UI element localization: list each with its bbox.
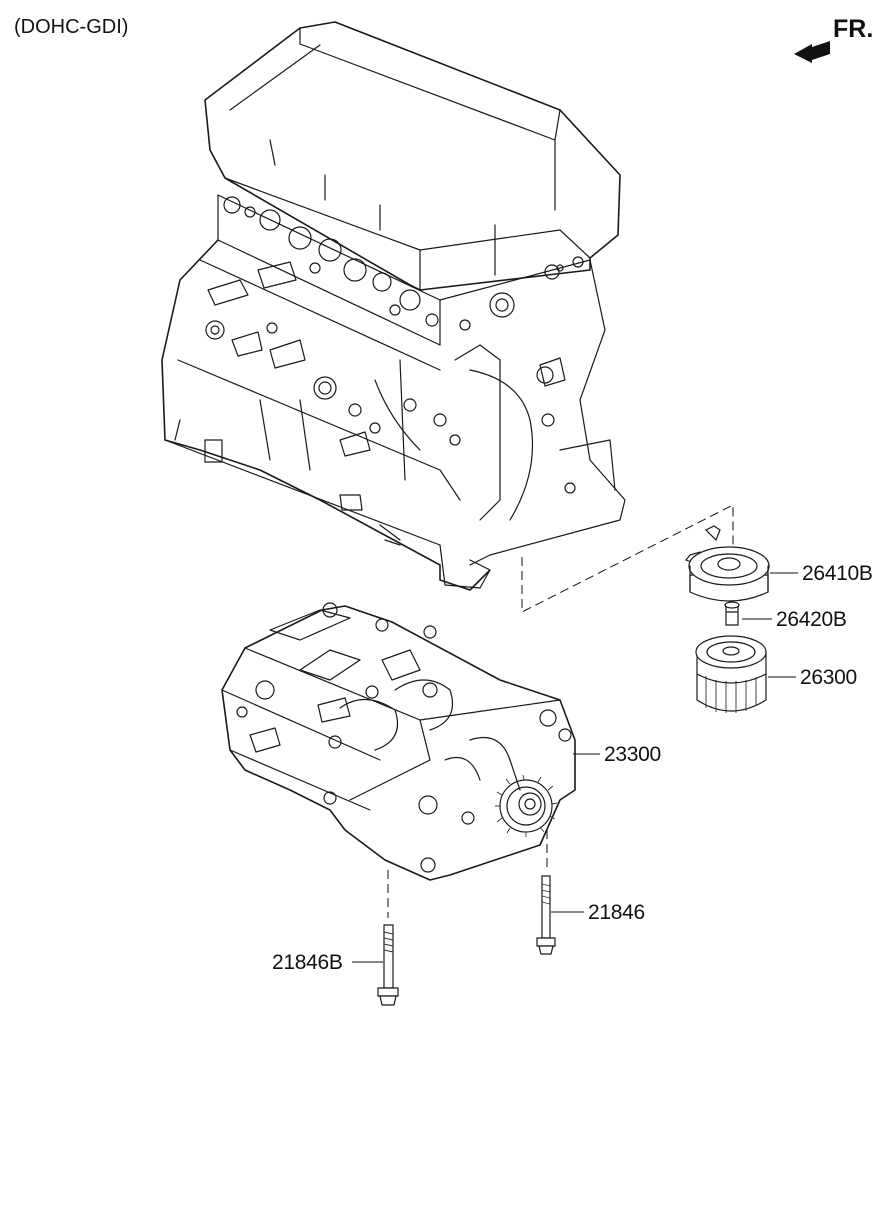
engine-variant-label: (DOHC-GDI) bbox=[14, 16, 129, 38]
part-number-26300[interactable]: 26300 bbox=[800, 666, 857, 689]
oil-filter-drawing bbox=[695, 635, 767, 713]
oil-filter-fitting-drawing bbox=[724, 601, 740, 626]
engine-block-drawing bbox=[161, 21, 626, 591]
bolt-axis-lines bbox=[387, 830, 548, 918]
bolt-21846-drawing bbox=[536, 875, 556, 955]
bolt-21846B-drawing bbox=[377, 924, 399, 1006]
front-direction-arrow-icon bbox=[794, 41, 830, 63]
oil-filter-adapter-drawing bbox=[685, 525, 770, 602]
part-number-26410B[interactable]: 26410B bbox=[802, 562, 873, 585]
part-number-21846[interactable]: 21846 bbox=[588, 901, 645, 924]
part-number-26420B[interactable]: 26420B bbox=[776, 608, 847, 631]
assembly-reference-lines bbox=[521, 504, 734, 613]
part-number-21846B[interactable]: 21846B bbox=[272, 951, 343, 974]
balance-shaft-module-drawing bbox=[221, 602, 576, 881]
callout-leaders bbox=[352, 572, 798, 963]
part-number-23300[interactable]: 23300 bbox=[604, 743, 661, 766]
front-direction-label: FR. bbox=[833, 15, 874, 43]
